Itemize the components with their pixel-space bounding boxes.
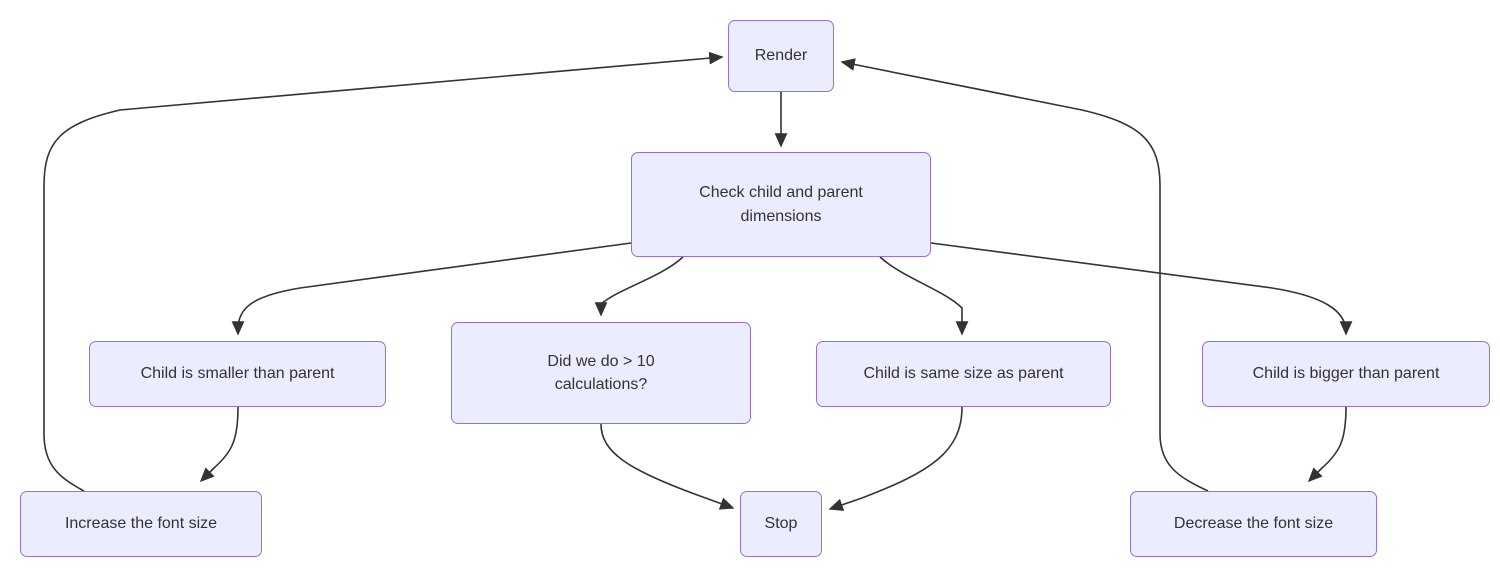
node-decrease-the-font-size-label: Decrease the font size: [1173, 515, 1334, 533]
node-stop-label: Stop: [764, 515, 798, 533]
node-did-we-do-10-calculations[interactable]: Did we do > 10 calculations?: [451, 322, 751, 424]
edge-same-to-stop: [828, 406, 963, 511]
node-increase-the-font-size[interactable]: Increase the font size: [20, 491, 262, 557]
node-decrease-the-font-size[interactable]: Decrease the font size: [1130, 491, 1377, 557]
node-render-label: Render: [754, 47, 808, 65]
node-child-same-size-as-parent[interactable]: Child is same size as parent: [816, 341, 1111, 407]
node-child-bigger-than-parent-label: Child is bigger than parent: [1252, 365, 1440, 383]
edge-bigger-to-decrease: [1307, 406, 1347, 483]
edge-check-to-smaller: [231, 242, 632, 336]
node-check-dimensions-label: Check child and parent dimensions: [699, 184, 863, 225]
node-child-smaller-than-parent-label: Child is smaller than parent: [140, 365, 335, 383]
edge-check-to-bigger: [930, 242, 1353, 336]
edge-check-to-calculations: [594, 256, 684, 317]
edge-smaller-to-increase: [199, 406, 239, 483]
edge-increase-to-render: [43, 51, 724, 492]
node-child-smaller-than-parent[interactable]: Child is smaller than parent: [89, 341, 386, 407]
node-check-dimensions[interactable]: Check child and parent dimensions: [631, 152, 931, 257]
node-render[interactable]: Render: [728, 20, 834, 92]
edge-calculations-to-stop: [600, 423, 735, 510]
node-did-we-do-10-calculations-label: Did we do > 10 calculations?: [547, 352, 655, 393]
node-child-same-size-as-parent-label: Child is same size as parent: [863, 365, 1064, 383]
node-increase-the-font-size-label: Increase the font size: [64, 515, 218, 533]
node-stop[interactable]: Stop: [740, 491, 822, 557]
node-child-bigger-than-parent[interactable]: Child is bigger than parent: [1202, 341, 1490, 407]
edge-check-to-same: [879, 256, 969, 336]
edge-decrease-to-render: [840, 58, 1209, 492]
